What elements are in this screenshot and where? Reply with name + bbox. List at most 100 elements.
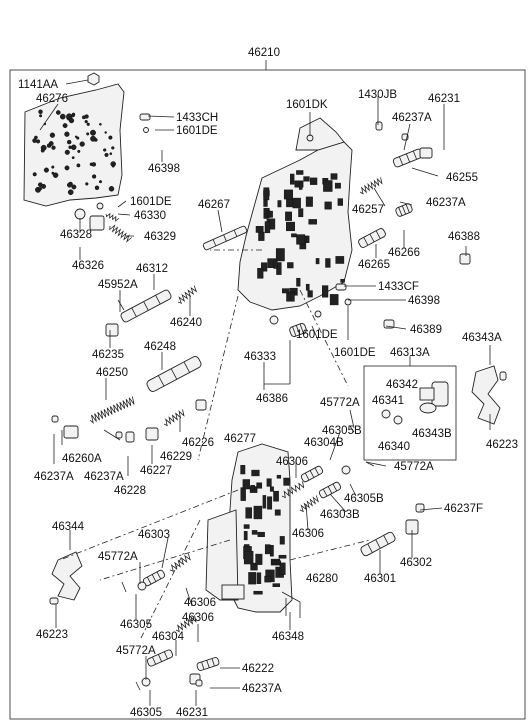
part-label: 46306 [182,612,214,624]
valve-body-port [340,279,345,283]
valve-body-port [275,248,285,262]
plug-valve-land [292,326,297,337]
pin [115,431,123,439]
part-label: 46277 [224,433,256,445]
pin [117,299,125,311]
plug [63,425,79,439]
valve-body-port [335,256,345,264]
valve-body-port [279,536,285,545]
part-label: 46250 [96,367,128,379]
plug [89,215,105,231]
part-label: 46305B [344,493,384,505]
valve-body-port [287,262,294,269]
spool-valve-land [155,295,161,305]
valve-body-port [263,213,268,219]
valve-body-port [322,285,329,298]
valve-body-port [264,221,271,234]
plug-valve-land [211,658,215,667]
valve-body-port [256,482,263,489]
part-label: 46389 [410,324,442,336]
spring [281,481,305,499]
part-label: 46306 [276,456,308,468]
part-label: 46340 [378,441,410,453]
part-label: 1601DE [334,347,376,359]
valve-body-port [257,531,265,537]
valve-body-port [324,201,332,210]
pin [121,581,127,593]
valve-body-port [277,200,282,208]
plate-hole [90,135,97,142]
part-label: 46265 [358,259,390,271]
plug-valve-land [314,467,320,476]
valve-body-port [273,260,278,269]
valve-body-port [279,562,286,575]
valve-body-port [257,268,264,279]
valve-body-port [330,173,338,180]
spool-valve [202,225,248,251]
plug [145,427,159,441]
small-parts-group [49,113,507,691]
part-label: 46231 [176,707,208,719]
plate-hole [43,167,49,173]
plate-hole [32,172,37,177]
plate-hole [74,135,78,139]
solenoid-inset-box [363,356,457,461]
valve-body-port [294,180,304,188]
plate-hole [108,135,113,140]
ball [137,581,147,591]
bolt [459,253,471,265]
plug-valve-land [201,661,205,670]
part-label: 46304B [304,437,344,449]
part-label: 46303B [320,509,360,521]
plate-hole [66,139,72,145]
valve-body-port [250,485,255,491]
valve-body-port [305,196,313,207]
part-label: 46306 [292,528,324,540]
plug-valve-land [412,150,418,160]
valve-body-port [242,479,250,490]
valve-body-port [268,210,273,218]
valve-body-port [292,197,301,209]
plate-hole [77,149,81,153]
alignment-lines [59,249,371,641]
part-label: 46231 [428,93,460,105]
plate-hole [39,114,43,118]
spool-valve-land [170,368,178,380]
plate-hole [59,113,66,120]
valve-body-port [245,507,252,519]
part-label: 46329 [144,231,176,243]
valve-body-port [243,524,250,529]
part-label: 46330 [134,210,166,222]
part-label: 46260A [62,453,102,465]
plug-valve-land [151,574,157,582]
plate-bracket-46348 [281,591,301,618]
part-label: 1433CF [378,281,419,293]
plate-hole [111,146,115,150]
plug-valve-land [309,470,315,478]
plate-hole [67,189,74,196]
part-label: 46313A [390,347,430,359]
ball [96,202,104,210]
part-label: 46237A [84,471,124,483]
part-label: 46304 [152,631,185,643]
plug-valve-land [375,230,381,239]
part-label: 46386 [256,393,288,405]
plug-valve-land [401,205,407,215]
valve-body-port [308,219,317,225]
plug-valve [318,481,342,499]
plug [125,431,135,443]
valve-body-port [248,572,257,585]
plug-valve [146,649,174,667]
part-label: 46398 [408,295,440,307]
part-label: 46333 [244,351,276,363]
valve-body-port [253,505,263,520]
valve-body-port [271,560,282,565]
spring [359,177,383,195]
part-label: 46237A [426,197,466,209]
plug [415,503,425,513]
part-label: 46280 [306,573,338,585]
plug-valve-land [304,472,310,481]
part-label: 1601DK [286,99,328,111]
plug [139,113,151,121]
valve-body-port [240,487,246,501]
